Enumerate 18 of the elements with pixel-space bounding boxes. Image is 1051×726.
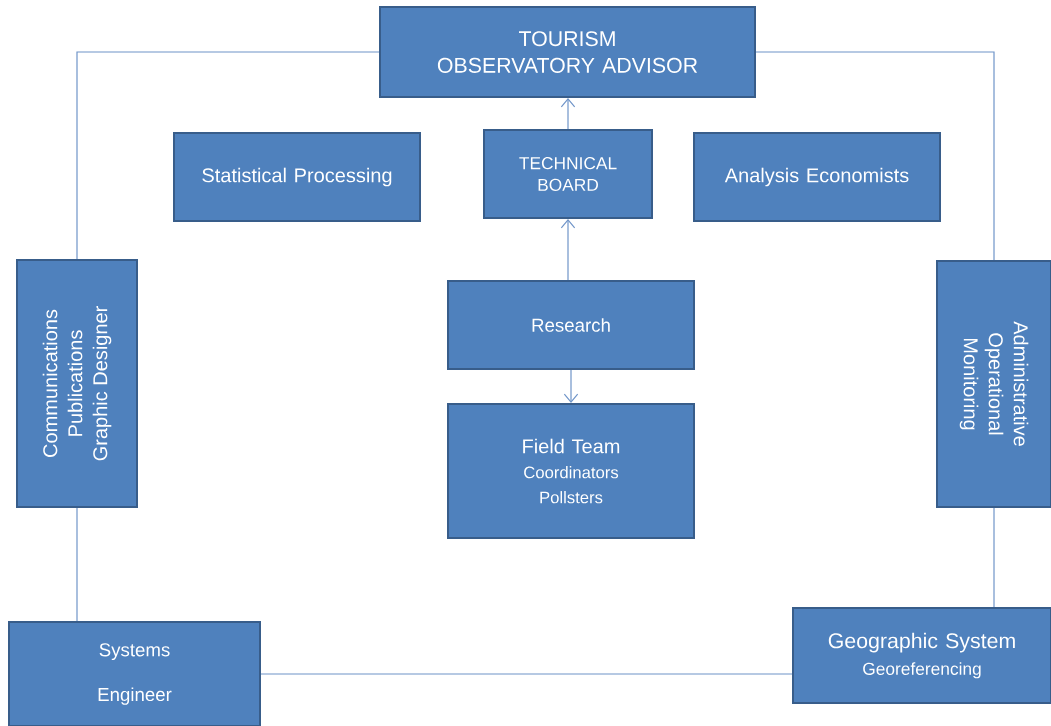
connector-line	[76, 507, 78, 622]
connector-line	[755, 51, 995, 261]
org-box: Statistical Processing	[173, 132, 421, 222]
org-box: Research	[447, 280, 695, 370]
connector-line	[260, 673, 793, 675]
connector-line	[76, 51, 380, 260]
connector-line	[560, 98, 576, 130]
org-box: TECHNICAL BOARD	[483, 129, 653, 219]
org-box: Analysis Economists	[693, 132, 941, 222]
org-box: Administrative Operational Monitoring	[936, 260, 1051, 508]
org-box: TOURISM OBSERVATORY ADVISOR	[379, 6, 756, 98]
org-box: Geographic System Georeferencing	[792, 607, 1051, 704]
connector-line	[993, 507, 995, 608]
org-box: Field Team Coordinators Pollsters	[447, 403, 695, 539]
connector-line	[560, 219, 576, 281]
org-box: Communications Publications Graphic Designer	[16, 259, 138, 508]
org-box: Systems Engineer	[8, 621, 261, 726]
connector-line	[563, 369, 579, 403]
